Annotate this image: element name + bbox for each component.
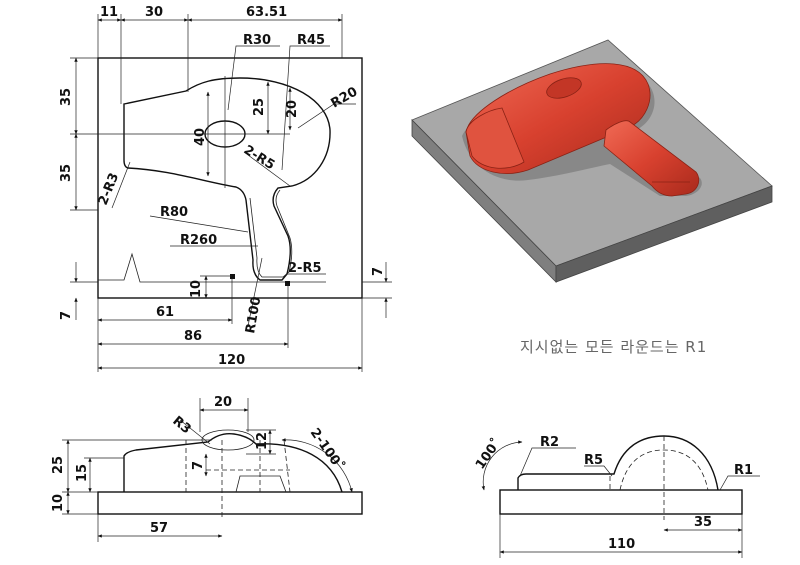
front-profile <box>123 432 343 493</box>
dim-61: 61 <box>156 305 174 320</box>
break-line <box>98 252 326 283</box>
front-handle-step <box>235 475 287 493</box>
dim-r45: R45 <box>297 33 325 48</box>
front-dim-7: 7 <box>191 461 206 470</box>
front-dim-r3: R3 <box>169 414 193 438</box>
front-view: 20 R3 12 7 2-100˚ 25 15 10 57 <box>51 395 363 542</box>
top-view-outline <box>97 57 363 299</box>
front-dim-25: 25 <box>51 456 66 474</box>
dim-25: 25 <box>252 98 267 116</box>
dim-r80: R80 <box>160 205 188 220</box>
dim-86: 86 <box>184 329 202 344</box>
side-dim-35: 35 <box>694 515 712 530</box>
dim-2-r5-lower: 2-R5 <box>288 261 322 276</box>
front-dim-20: 20 <box>214 395 232 410</box>
top-view: 11 30 63.51 R30 R45 35 35 40 25 20 R20 2… <box>59 5 392 372</box>
dim-40: 40 <box>193 128 208 146</box>
dryer-pocket-inner <box>249 189 293 278</box>
dryer-handle <box>603 120 700 197</box>
dim-35-a: 35 <box>59 88 74 106</box>
side-view: R2 100˚ R5 R1 35 110 <box>472 435 760 558</box>
side-dim-110: 110 <box>608 537 635 552</box>
front-dim-15: 15 <box>75 464 90 482</box>
dim-63-51: 63.51 <box>246 5 287 20</box>
dim-2-r3: 2-R3 <box>96 171 122 208</box>
side-dim-100: 100˚ <box>472 436 504 473</box>
base-right-face <box>555 185 773 283</box>
side-inner-arc <box>619 449 709 491</box>
isometric-view <box>411 39 773 283</box>
front-dim-12: 12 <box>255 432 270 450</box>
front-base <box>97 491 363 515</box>
dryer-button <box>546 77 582 99</box>
dim-2-r5-upper: 2-R5 <box>241 143 277 173</box>
dim-10: 10 <box>189 280 204 298</box>
marker-square-left <box>230 274 235 279</box>
dim-7-left: 7 <box>59 311 74 320</box>
marker-square-right <box>285 281 290 286</box>
dim-7-right: 7 <box>371 267 386 276</box>
dim-120: 120 <box>218 353 245 368</box>
dim-11: 11 <box>100 5 118 20</box>
dim-35-b: 35 <box>59 164 74 182</box>
dryer-pocket-contour <box>123 77 331 281</box>
side-dim-r5: R5 <box>584 453 603 468</box>
dim-30: 30 <box>145 5 163 20</box>
dryer-nozzle <box>465 107 525 169</box>
dim-r100: R100 <box>243 295 264 334</box>
dim-r260: R260 <box>180 233 217 248</box>
dim-r30: R30 <box>243 33 271 48</box>
side-base <box>499 489 743 515</box>
front-dim-57: 57 <box>150 521 168 536</box>
side-dim-r1: R1 <box>734 463 753 478</box>
dim-20: 20 <box>285 100 300 118</box>
dim-r20: R20 <box>329 84 361 111</box>
rounding-note: 지시없는 모든 라운드는 R1 <box>520 338 707 356</box>
side-dim-r2: R2 <box>540 435 559 450</box>
front-dim-10: 10 <box>51 494 66 512</box>
